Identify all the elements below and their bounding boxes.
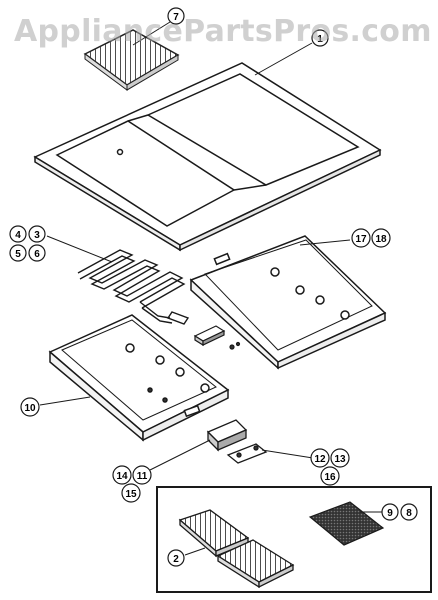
- pan-right: [189, 235, 387, 370]
- callout-1: 1: [311, 29, 329, 47]
- callout-3: 3: [28, 225, 46, 243]
- callout-7-leader: [132, 21, 171, 46]
- griddle-frame: [33, 62, 382, 252]
- pan-right-leader: [299, 239, 351, 246]
- svg-text:10: 10: [24, 403, 36, 414]
- callout-4: 4: [9, 225, 27, 243]
- svg-text:17: 17: [355, 234, 367, 245]
- svg-text:5: 5: [15, 249, 21, 260]
- kit-filter: [308, 501, 385, 546]
- kit-grates: [178, 509, 295, 589]
- svg-text:9: 9: [387, 508, 393, 519]
- callout-16: 16: [320, 466, 340, 486]
- terminal-block: [193, 325, 241, 350]
- callout-10: 10: [20, 397, 40, 417]
- callout-2: 2: [167, 549, 185, 567]
- pan-left: [48, 314, 230, 442]
- callout-13: 13: [330, 448, 350, 468]
- svg-text:18: 18: [375, 234, 387, 245]
- grate-top: [83, 29, 180, 91]
- callout-17: 17: [351, 228, 371, 248]
- callout-18: 18: [371, 228, 391, 248]
- bracket-leader: [149, 439, 211, 471]
- callout-15: 15: [121, 483, 141, 503]
- kit-box: [156, 486, 432, 593]
- kit-grates-leader: [184, 547, 206, 556]
- switch-leader: [261, 449, 314, 459]
- pan-left-leader: [39, 396, 91, 406]
- callout-1-leader: [254, 42, 313, 76]
- callout-8: 8: [400, 503, 418, 521]
- watermark: AppliancePartsPros.com: [14, 14, 432, 49]
- svg-text:11: 11: [137, 471, 148, 482]
- callout-9: 9: [381, 503, 399, 521]
- callout-11: 11: [132, 465, 152, 485]
- svg-text:14: 14: [116, 471, 128, 482]
- element-leader: [46, 235, 113, 263]
- svg-text:13: 13: [334, 454, 346, 465]
- switch-assembly: [206, 419, 268, 464]
- callout-5: 5: [9, 244, 27, 262]
- svg-text:3: 3: [34, 230, 40, 241]
- heating-element: [77, 249, 190, 325]
- callout-12: 12: [310, 448, 330, 468]
- svg-text:2: 2: [173, 554, 179, 565]
- svg-text:12: 12: [314, 454, 326, 465]
- callout-7: 7: [167, 7, 185, 25]
- svg-text:7: 7: [173, 12, 179, 23]
- svg-text:16: 16: [324, 472, 336, 483]
- callout-6: 6: [28, 244, 46, 262]
- svg-text:8: 8: [406, 508, 412, 519]
- svg-text:1: 1: [317, 34, 323, 45]
- svg-text:4: 4: [15, 230, 21, 241]
- svg-text:6: 6: [34, 249, 40, 260]
- svg-text:15: 15: [125, 489, 137, 500]
- callout-14: 14: [112, 465, 132, 485]
